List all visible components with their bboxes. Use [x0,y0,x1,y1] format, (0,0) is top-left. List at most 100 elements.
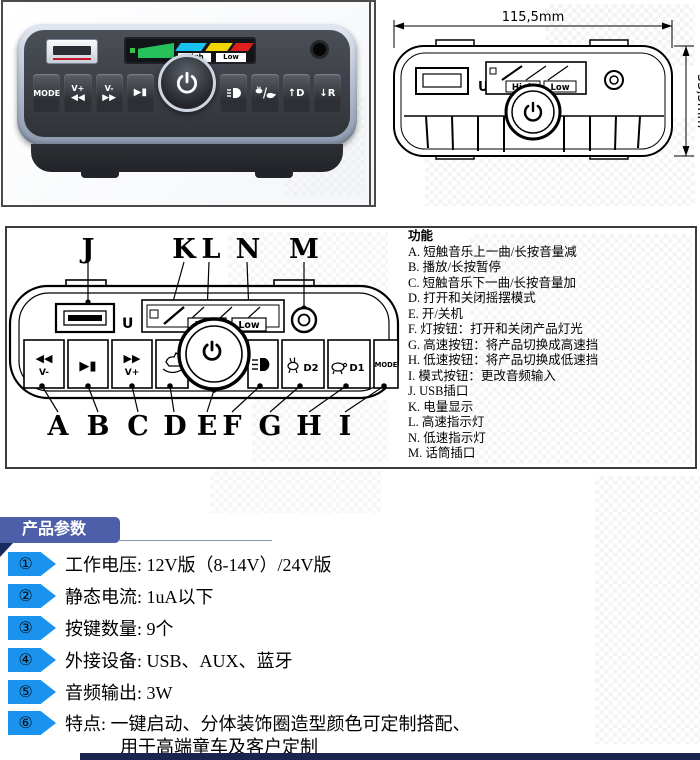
battery-level-bar [138,43,174,58]
low-label: Low [238,320,260,331]
function-item: L. 高速指示灯 [408,415,485,429]
button-row: MODE V+ ◀◀ V- ▶▶ ▶▮ [33,74,341,112]
annotated-diagram: J K L N M U High Low ◀◀ V- ▶▮ ▶▶ V+ [8,234,400,442]
function-item: F. 灯按钮：打开和关闭产品灯光 [408,322,583,336]
callout-J: J [80,234,95,265]
product-photo: High Low MODE V+ ◀◀ V- ▶▶ ▶▮ [1,0,376,207]
svg-text:V-: V- [39,368,49,378]
svg-text:D1: D1 [349,363,364,374]
param-text: 工作电压: 12V版（8-14V）/24V版 [65,555,332,575]
next-track-icon: ▶▶ [102,92,117,103]
function-item: N. 低速指示灯 [408,430,486,445]
num-badge-4: ④ [8,648,56,672]
yellow-stripe [205,43,233,51]
button-B [67,339,109,389]
low-label: Low [550,83,569,93]
param-row: ⑤ 音频输出: 3W [8,679,173,705]
footer-bar [80,753,700,760]
callout-L: L [202,234,221,265]
speed-toggle-button [251,74,279,112]
turtle-icon [331,362,348,375]
callout-A: A [47,411,70,442]
functions-list: 功能 A. 短触音乐上一曲/长按音量减 B. 播放/长按暂停 C. 短触音乐下一… [408,229,694,462]
section-header-product-params: 产品参数 [0,517,120,543]
panel-base [31,144,343,172]
param-text-continued: 用于高端童车及客户定制 [120,737,318,757]
param-row: ③ 按键数量: 9个 [8,615,174,641]
svg-text:◀◀: ◀◀ [36,352,53,365]
button-I [373,339,399,389]
halftone-pattern [210,471,382,513]
rabbit-icon [287,357,299,374]
mount-tab [255,170,293,178]
headlight-icon [226,88,241,98]
param-text: 按键数量: 9个 [65,619,174,639]
play-pause-button: ▶▮ [126,74,154,112]
mode-button: MODE [33,74,61,112]
power-indicator-led [130,48,135,53]
callout-G: G [258,411,281,442]
num-badge-1: ① [8,552,56,576]
function-item: G. 高速按钮：将产品切换成高速挡 [408,337,599,352]
usb-port [46,39,98,64]
svg-text:V+: V+ [125,368,140,378]
param-row: ⑥ 特点: 一键启动、分体装饰圈造型颜色可定制搭配、 [8,710,471,736]
prev-track-volume-up-button: V+ ◀◀ [64,74,92,112]
button-A [23,339,65,389]
usb-red-accent [53,58,91,60]
function-item: I. 模式按钮：更改音频输入 [408,368,556,383]
diagram-box [5,226,697,469]
control-panel-face: High Low MODE V+ ◀◀ V- ▶▶ ▶▮ [24,30,350,137]
callout-K: K [172,234,197,265]
function-item: A. 短触音乐上一曲/长按音量减 [408,244,577,259]
function-item: C. 短触音乐下一曲/长按音量加 [408,275,577,290]
dimension-drawing: 115,5mm U High Low 33,5mm [393,10,700,160]
num-badge-2: ② [8,584,56,608]
param-row: ④ 外接设备: USB、AUX、蓝牙 [8,647,293,673]
callout-D: D [163,411,186,442]
num-badge-3: ③ [8,616,56,640]
prev-track-icon: ◀◀ [70,92,85,103]
svg-text:▶▮: ▶▮ [79,359,96,374]
power-button [158,54,216,112]
function-item: M. 话筒插口 [408,446,476,460]
svg-text:▶▶: ▶▶ [124,352,141,365]
function-item: D. 打开和关闭摇摆模式 [408,291,536,305]
function-item: E. 开/关机 [408,306,463,321]
callout-M: M [289,234,319,265]
play-pause-icon: ▶▮ [133,87,147,98]
low-speed-indicator: Low [216,53,246,62]
height-dimension-label: 33,5mm [694,74,700,128]
panel-inner-outline [400,52,666,150]
drive-forward-button: ↑D [282,74,310,112]
light-button [220,74,248,112]
callout-E: E [197,411,218,442]
param-text: 特点: 一键启动、分体装饰圈造型颜色可定制搭配、 [65,714,471,734]
usb-slot [53,46,91,55]
photo-box-border [369,2,371,205]
num-badge-6: ⑥ [8,711,56,735]
param-row: ② 静态电流: 1uA以下 [8,583,214,609]
halftone-pattern [595,476,700,744]
cyan-stripe [175,43,207,51]
callout-F: F [222,411,241,442]
header-underline [118,540,272,541]
param-text: 静态电流: 1uA以下 [65,587,214,607]
power-icon [176,71,198,94]
width-dimension-label: 115,5mm [502,10,565,25]
button-C [111,339,153,389]
rabbit-turtle-icon [255,86,276,99]
function-item: H. 低速按钮：将产品切换成低速挡 [408,353,599,367]
callout-H: H [296,411,322,442]
callout-B: B [87,411,110,442]
svg-text:D2: D2 [303,363,318,374]
param-text: 音频输出: 3W [65,683,173,703]
function-item: J. USB插口 [408,384,469,398]
param-row: ① 工作电压: 12V版（8-14V）/24V版 [8,551,332,577]
param-text: 外接设备: USB、AUX、蓝牙 [65,651,293,671]
function-item: B. 播放/长按暂停 [408,260,502,274]
function-item: K. 电量显示 [408,399,474,414]
next-track-volume-down-button: V- ▶▶ [95,74,123,112]
control-panel-bezel: High Low MODE V+ ◀◀ V- ▶▶ ▶▮ [17,24,357,146]
usb-label: U [122,316,133,332]
